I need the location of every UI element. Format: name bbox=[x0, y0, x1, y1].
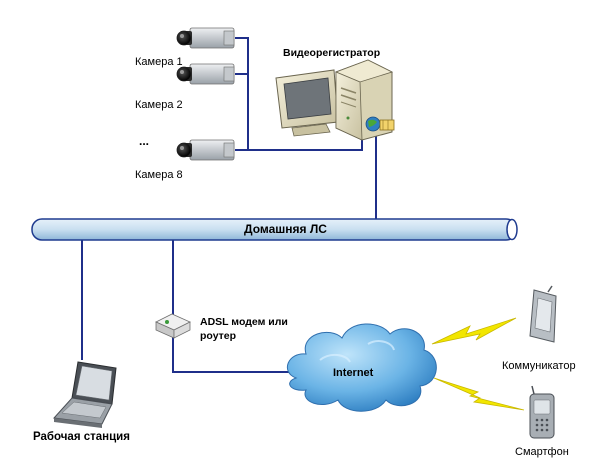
network-globe-icon bbox=[365, 116, 395, 132]
communicator-label: Коммуникатор bbox=[502, 360, 576, 372]
internet-cloud-icon bbox=[286, 323, 437, 412]
camera-2-icon bbox=[176, 63, 235, 85]
laptop-icon bbox=[52, 361, 117, 428]
modem-label-line2: роутер bbox=[200, 330, 237, 342]
camera-8-icon bbox=[176, 139, 235, 161]
camera-1-icon bbox=[176, 27, 235, 49]
wireless-link-icon bbox=[431, 317, 517, 345]
network-label: Домашняя ЛС bbox=[244, 222, 327, 236]
communicator-icon bbox=[529, 285, 557, 343]
monitor-icon bbox=[275, 69, 339, 137]
connection-lines bbox=[81, 37, 377, 373]
workstation-label: Рабочая станция bbox=[33, 431, 130, 443]
camera-1-label: Камера 1 bbox=[135, 56, 183, 68]
dvr-icon bbox=[275, 59, 395, 141]
smartphone-icon bbox=[529, 385, 555, 439]
dvr-label: Видеорегистратор bbox=[283, 47, 381, 59]
modem-label-line1: ADSL модем или bbox=[200, 316, 288, 328]
camera-8-label: Камера 8 bbox=[135, 169, 183, 181]
camera-2-label: Камера 2 bbox=[135, 99, 183, 111]
smartphone-label: Смартфон bbox=[515, 446, 569, 458]
wireless-link-icon bbox=[433, 377, 525, 411]
router-icon bbox=[155, 313, 191, 339]
camera-1-link bbox=[235, 37, 249, 150]
lan-bus bbox=[31, 218, 518, 241]
internet-label: Internet bbox=[333, 367, 374, 379]
camera-ellipsis: ... bbox=[139, 134, 150, 148]
modem-internet-link bbox=[172, 336, 303, 373]
